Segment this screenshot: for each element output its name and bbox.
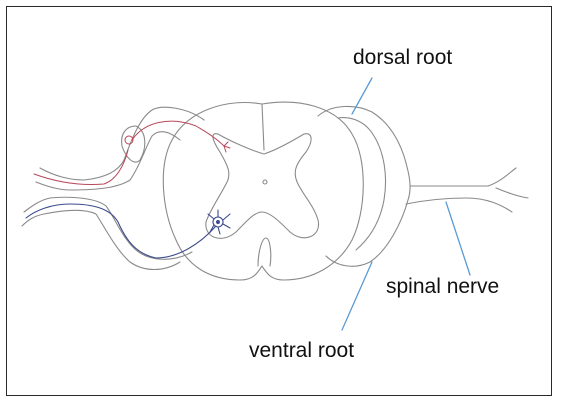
left-spinal-nerve-lower [21, 209, 181, 271]
motor-fiber [25, 203, 217, 259]
right-spinal-nerve-fork [495, 187, 529, 199]
spinal-nerve-label: spinal nerve [386, 275, 500, 298]
right-spinal-nerve [409, 167, 517, 187]
motor-neuron-dendrites [207, 209, 231, 235]
right-dorsal-root-inner [337, 117, 387, 251]
right-spinal-nerve-lower [405, 197, 513, 213]
motor-neuron-nucleus [216, 220, 220, 224]
sensory-terminal [223, 141, 231, 153]
sensory-neuron-cell-body [124, 135, 134, 145]
ventral-root-label: ventral root [249, 339, 355, 362]
central-canal [262, 179, 268, 185]
left-dorsal-root-ganglion [121, 125, 146, 163]
dorsal-root-pointer [351, 77, 373, 115]
sensory-fiber-central [131, 120, 225, 147]
ventral-median-fissure [257, 237, 272, 267]
left-dorsal-root-inner [35, 131, 181, 191]
dorsal-median-sulcus [261, 103, 265, 151]
dorsal-root-label: dorsal root [353, 46, 453, 69]
left-dorsal-root [39, 106, 205, 181]
sensory-fiber [33, 149, 129, 185]
spinal-nerve-pointer [445, 201, 471, 276]
ventral-root-pointer [341, 261, 373, 331]
left-ventral-root [23, 196, 193, 260]
grey-matter-outline [205, 133, 320, 239]
right-dorsal-root-ganglion [317, 105, 411, 267]
spinal-cord-outline [162, 101, 364, 281]
